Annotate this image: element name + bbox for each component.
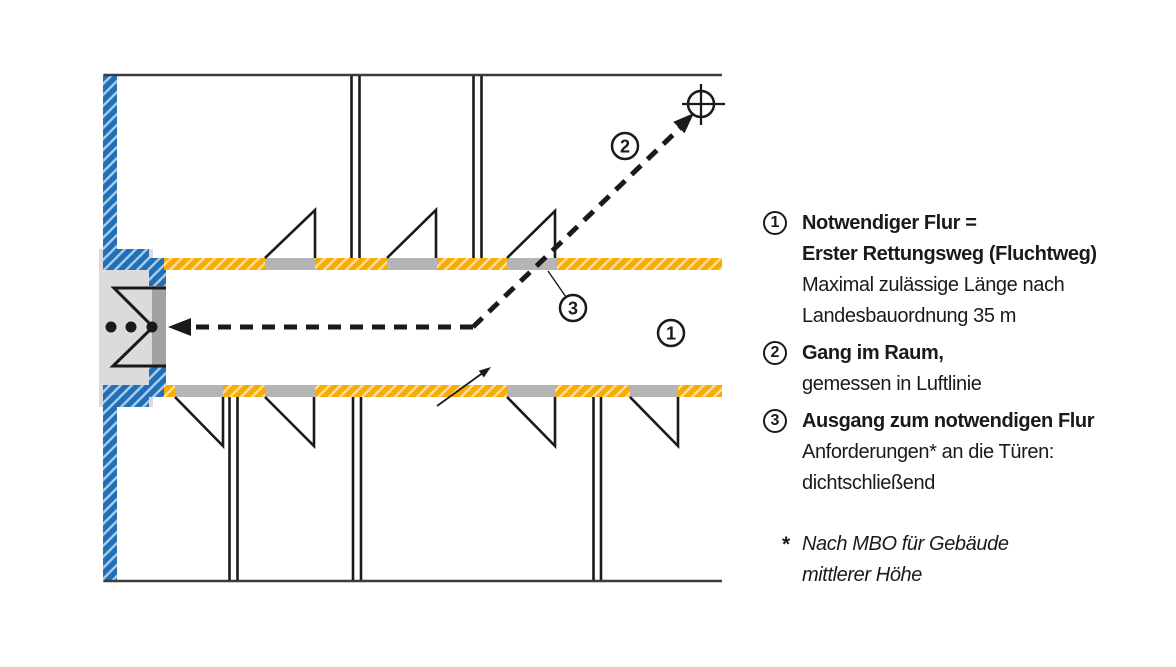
floor-plan: 2 3 1: [99, 73, 725, 583]
legend-text: Notwendiger Flur =: [802, 212, 977, 234]
floor-plan-drawing: 2 3 1: [99, 73, 725, 583]
svg-text:1: 1: [666, 324, 676, 344]
exit-door-symbol: [105, 286, 166, 368]
arrowhead-up-right: [673, 113, 694, 134]
legend-text: gemessen in Luftlinie: [802, 373, 982, 395]
legend-text: Landesbauordnung 35 m: [802, 305, 1017, 327]
legend-item-2: 2 Gang im Raum, gemessen in Luftlinie: [763, 338, 1168, 400]
label-corridor-1: 1: [656, 318, 686, 348]
door-symbol-bottom-3: [506, 396, 557, 450]
exterior-wall-blue: [103, 74, 166, 582]
legend-text: Erster Rettungsweg (Fluchtweg): [802, 243, 1097, 265]
legend-text: Ausgang zum notwendigen Flur: [802, 410, 1095, 432]
legend-item-1: 1 Notwendiger Flur = Erster Rettungsweg …: [763, 208, 1168, 332]
legend-number-1-badge: 1: [763, 211, 787, 235]
footnote-asterisk: *: [782, 533, 790, 556]
label-exit-3: 3: [558, 293, 588, 323]
corridor-pointer-arrow: [436, 367, 491, 407]
door-symbol-top-3: [506, 207, 557, 259]
legend-number-2-badge: 2: [763, 341, 787, 365]
corridor-wall-top: [164, 258, 722, 270]
door-symbol-top-2: [386, 206, 438, 259]
footnote: * Nach MBO für Gebäude mittlerer Höhe: [763, 529, 1168, 591]
door-symbol-bottom-1: [174, 396, 225, 450]
partition-walls: [228, 76, 603, 580]
escape-route-room-arrow: [471, 113, 694, 329]
legend-number-3-badge: 3: [763, 409, 787, 433]
svg-text:2: 2: [620, 137, 630, 157]
legend-text: dichtschließend: [802, 472, 935, 494]
footnote-text: Nach MBO für Gebäude: [802, 533, 1009, 555]
plan-labels: 2 3 1: [558, 131, 686, 348]
legend: 1 Notwendiger Flur = Erster Rettungsweg …: [763, 208, 1168, 591]
footnote-text: mittlerer Höhe: [802, 564, 922, 586]
legend-text: Anforderungen* an die Türen:: [802, 441, 1054, 463]
door-symbol-bottom-4: [629, 396, 680, 450]
door-symbol-top-1: [264, 206, 317, 259]
arrowhead-left: [168, 318, 191, 336]
door-swing-symbols: [174, 206, 680, 450]
svg-text:3: 3: [568, 299, 578, 319]
escape-route-corridor-arrow: [168, 318, 473, 336]
legend-item-3: 3 Ausgang zum notwendigen Flur Anforderu…: [763, 406, 1168, 499]
door-symbol-bottom-2: [264, 396, 316, 450]
label-3-leader-line: [547, 270, 567, 298]
destination-marker-icon: [682, 84, 725, 125]
legend-text: Gang im Raum,: [802, 342, 944, 364]
label-room-path-2: 2: [610, 131, 640, 161]
legend-text: Maximal zulässige Länge nach: [802, 274, 1065, 296]
